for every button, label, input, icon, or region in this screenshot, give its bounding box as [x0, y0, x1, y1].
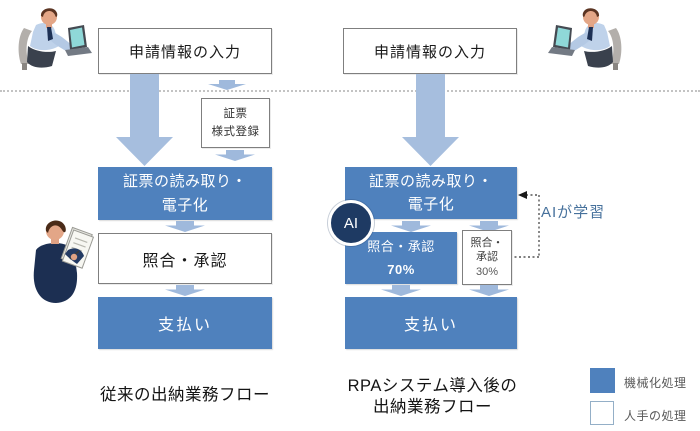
legacy-read-box: 証票の読み取り・ 電子化 [98, 167, 272, 220]
legacy-read-line2: 電子化 [161, 196, 209, 214]
rpa-verify-manual-line1: 照合・ [470, 237, 504, 250]
legend-machine-label: 機械化処理 [624, 376, 687, 390]
legend-machine-swatch [590, 368, 615, 393]
chevron-arrow [208, 80, 246, 90]
handoff-dashed-line [0, 90, 700, 92]
ai-learn-connector [512, 191, 540, 258]
rpa-verify-manual-pct: 30% [475, 265, 499, 278]
ai-learn-text: AIが学習 [541, 204, 606, 221]
chevron-arrow [469, 285, 509, 296]
legacy-input-box: 申請情報の入力 [98, 28, 272, 74]
chevron-arrow [469, 221, 509, 232]
chevron-arrow [215, 150, 255, 161]
chevron-arrow [165, 285, 205, 296]
rpa-input-box: 申請情報の入力 [343, 28, 517, 74]
legend-manual-swatch [590, 401, 614, 425]
rpa-verify-auto-pct: 70% [387, 262, 415, 277]
legacy-caption-text: 従来の出納業務フロー [100, 386, 270, 404]
chevron-arrow [391, 221, 431, 232]
legacy-pay-box: 支払い [98, 297, 272, 349]
ai-learn-label: AIが学習 [541, 201, 605, 222]
rpa-pay-label: 支払い [403, 317, 458, 334]
legacy-verify-box: 照合・承認 [98, 233, 272, 284]
rpa-verify-manual-box: 照合・ 承認 30% [462, 230, 512, 285]
rpa-read-box: 証票の読み取り・ 電子化 [345, 167, 517, 219]
legacy-caption: 従来の出納業務フロー [55, 385, 315, 406]
legacy-pay-label: 支払い [157, 317, 212, 334]
rpa-read-line2: 電子化 [407, 196, 455, 213]
rpa-caption-line1: RPAシステム導入後の [347, 377, 518, 395]
legacy-input-label: 申請情報の入力 [128, 43, 241, 61]
rpa-input-label: 申請情報の入力 [373, 43, 486, 61]
person-typing-icon [18, 8, 92, 70]
person-writing-icon [33, 220, 95, 303]
rpa-verify-auto-label: 照合・承認 [367, 238, 435, 254]
form-register-line1: 証票 [223, 107, 248, 120]
rpa-read-line1: 証票の読み取り・ [368, 172, 493, 190]
chevron-arrow [381, 285, 421, 296]
ai-badge: AI [328, 200, 374, 246]
legacy-read-line1: 証票の読み取り・ [122, 173, 247, 191]
legacy-verify-label: 照合・承認 [142, 252, 228, 270]
chevron-arrow [165, 221, 205, 232]
person-typing-icon [548, 8, 622, 70]
form-register-box: 証票 様式登録 [201, 98, 270, 148]
rpa-pay-box: 支払い [345, 297, 517, 349]
rpa-caption: RPAシステム導入後の 出納業務フロー [330, 376, 535, 419]
legend-manual-label: 人手の処理 [624, 409, 687, 423]
ai-badge-label: AI [343, 214, 359, 232]
rpa-verify-manual-line2: 承認 [476, 251, 498, 264]
rpa-caption-line2: 出納業務フロー [373, 398, 492, 417]
big-down-arrow [116, 74, 173, 166]
legend: 機械化処理 人手の処理 [588, 366, 698, 428]
form-register-line2: 様式登録 [211, 126, 260, 138]
big-down-arrow [402, 74, 459, 166]
